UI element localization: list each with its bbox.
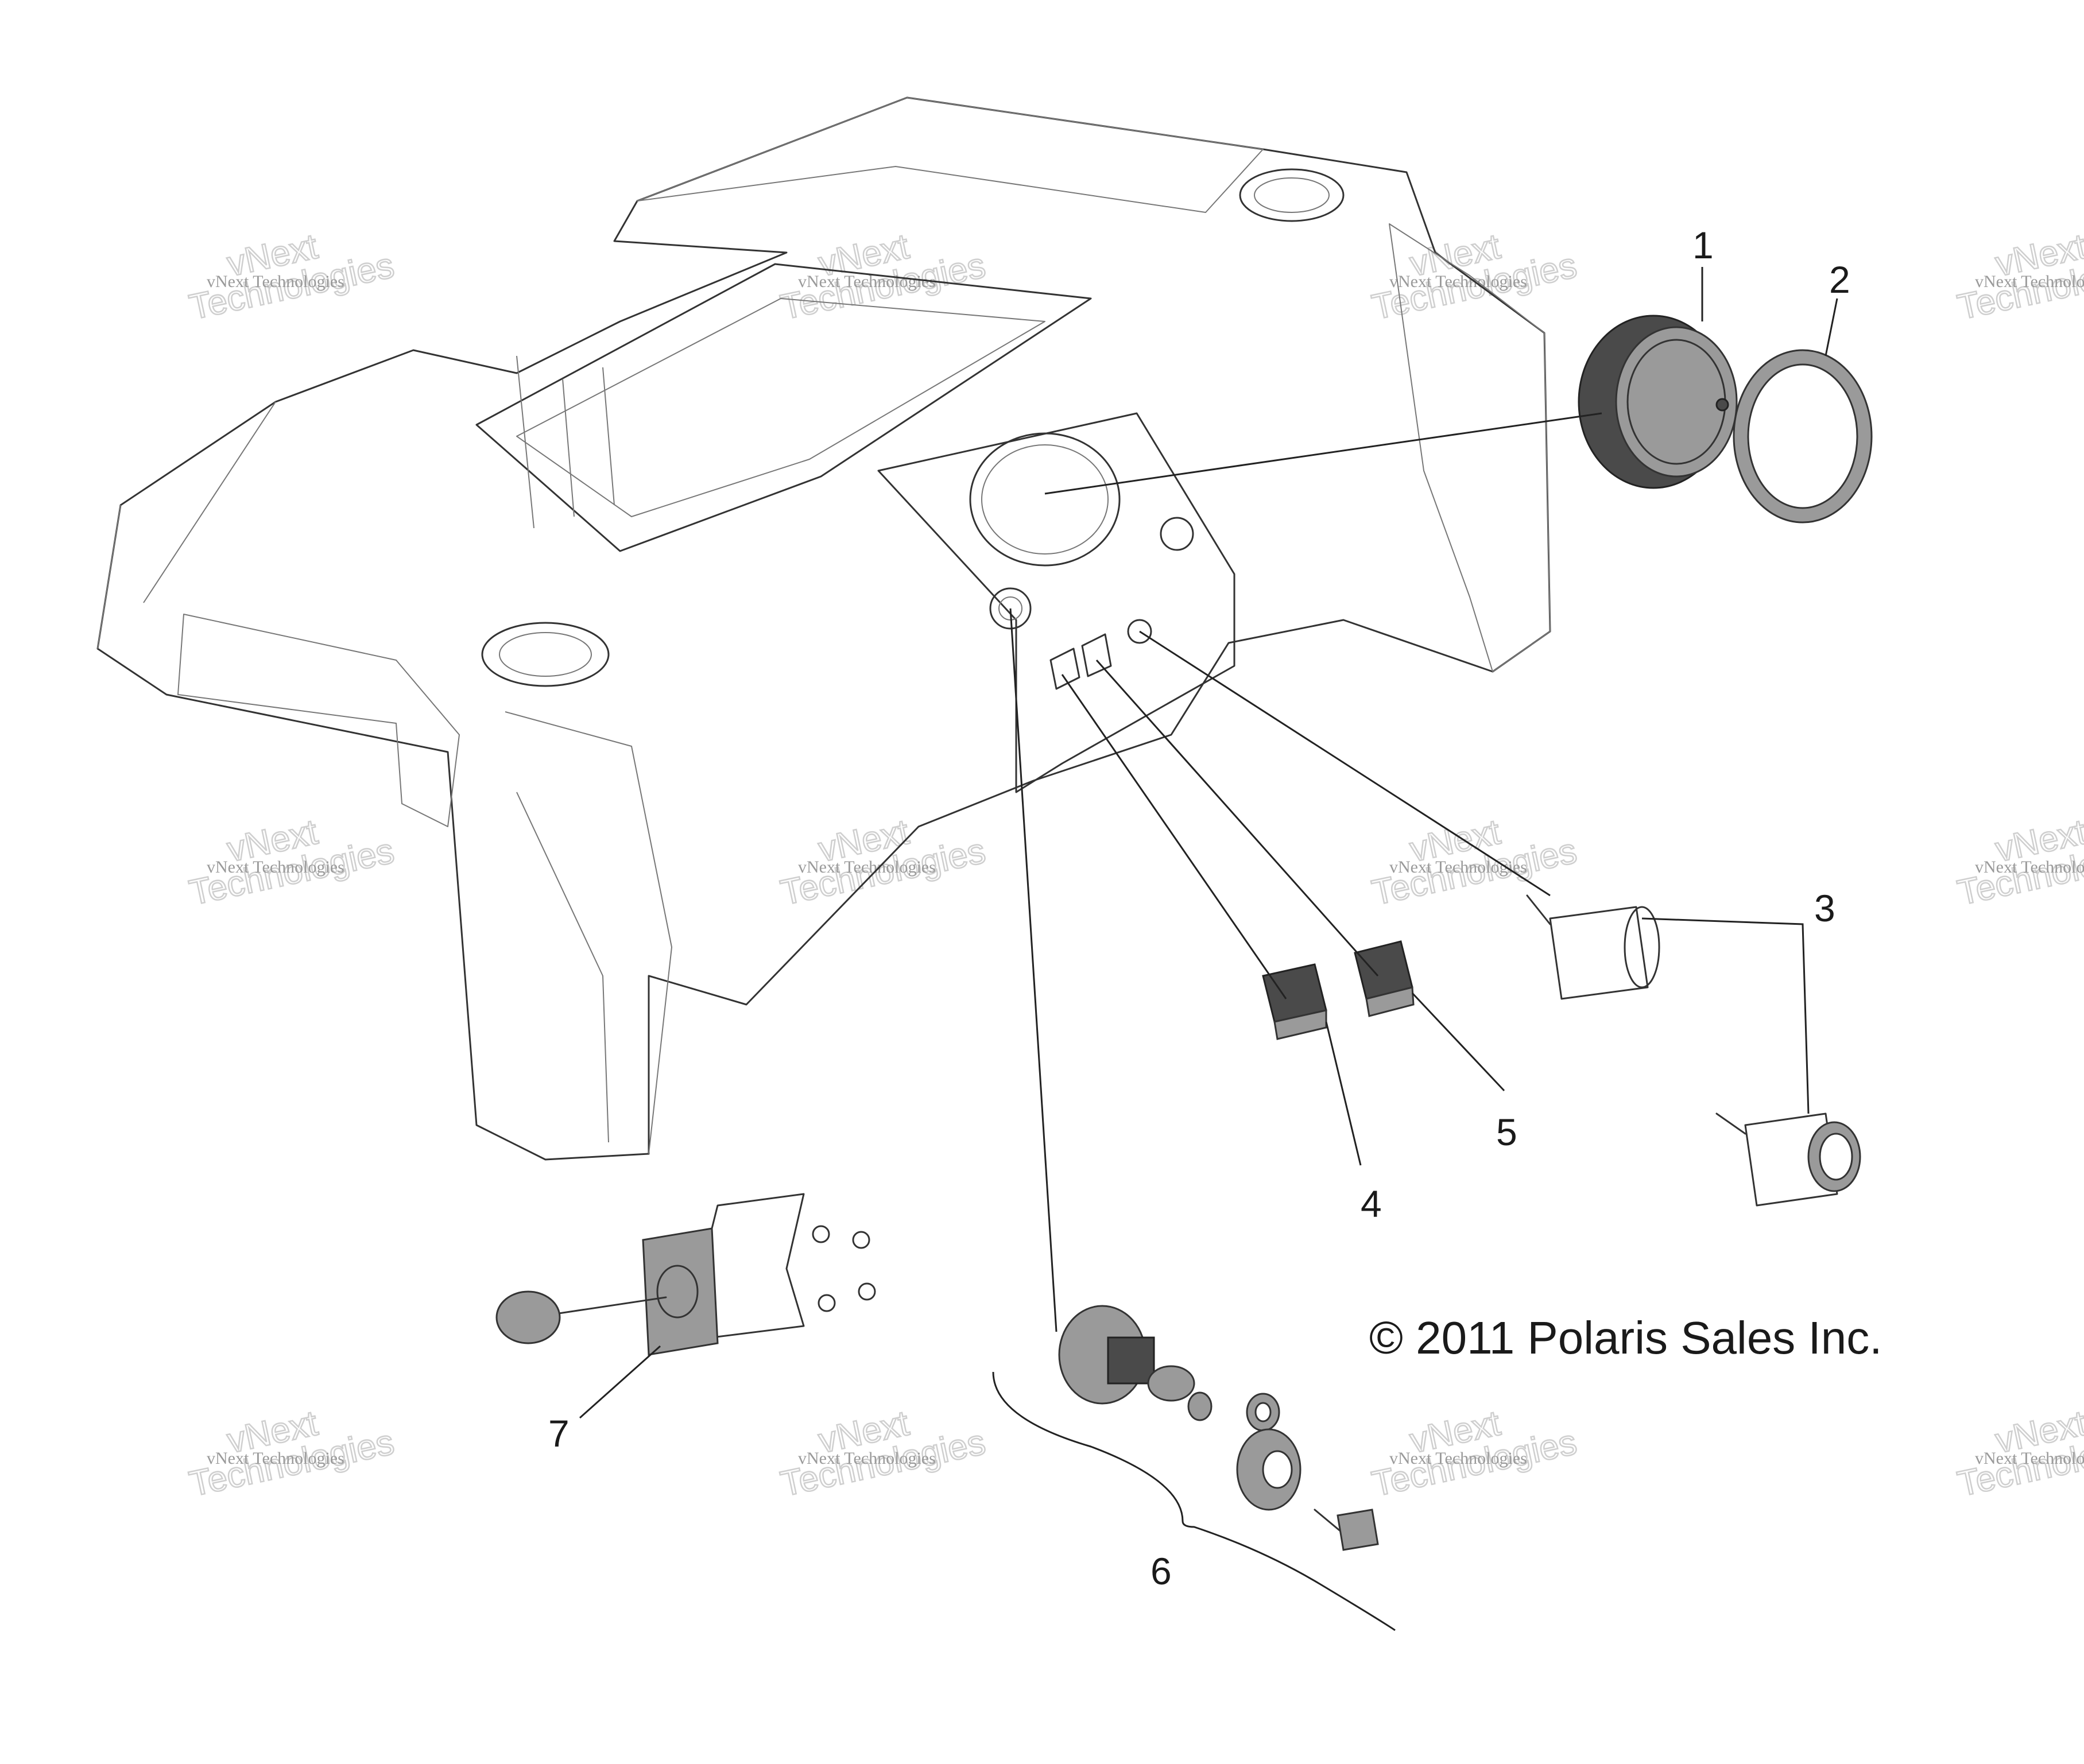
leader-line-4a: [1061, 674, 1287, 999]
gauge-socket-inner: [981, 444, 1109, 555]
left-flare-panel: [177, 614, 460, 827]
watermark: Technologies vNext vNext Technologies: [185, 1402, 398, 1505]
left-flare-edge: [97, 401, 276, 649]
gauge-socket: [969, 432, 1121, 567]
watermark-small: vNext Technologies: [1975, 858, 2084, 877]
storage-tray: [475, 263, 1092, 552]
gauge-bezel-ring-icon: [1733, 349, 1873, 524]
leader-line-3b: [1641, 917, 1810, 1114]
left-leg: [505, 711, 672, 1154]
watermark-small: vNext Technologies: [207, 858, 344, 877]
watermark: Technologies vNext vNext Technologies: [185, 811, 398, 913]
callout-2: 2: [1829, 258, 1850, 301]
accessory-socket: [1160, 517, 1194, 551]
leader-line-2-tag: [1825, 298, 1838, 356]
rocker-switch-icon: [1262, 963, 1327, 1040]
rocker-switch-icon: [1354, 940, 1415, 1017]
bracket-6: [992, 1371, 1396, 1631]
leader-line-4b: [1325, 1021, 1362, 1166]
watermark: Technologies vNext vNext Technologies: [1368, 811, 1581, 913]
watermark-small: vNext Technologies: [1389, 1449, 1527, 1468]
leader-line-5b: [1411, 992, 1505, 1092]
callout-5: 5: [1496, 1111, 1517, 1153]
watermark-small: vNext Technologies: [798, 1449, 936, 1468]
watermark: Technologies vNext vNext Technologies: [1954, 1402, 2084, 1505]
watermark-small: vNext Technologies: [798, 858, 936, 877]
watermark-small: vNext Technologies: [1389, 858, 1527, 877]
watermark-small: vNext Technologies: [207, 1449, 344, 1468]
leader-line-7: [579, 1345, 661, 1419]
leader-line-5a: [1095, 660, 1379, 976]
watermark-small: vNext Technologies: [798, 272, 936, 291]
watermark: Technologies vNext vNext Technologies: [1954, 226, 2084, 328]
light-switch-lever-icon: [495, 1193, 876, 1356]
watermark: Technologies vNext vNext Technologies: [1368, 1402, 1581, 1505]
dashboard-top-deck: [637, 97, 1264, 213]
watermark: Technologies vNext vNext Technologies: [1368, 226, 1581, 328]
watermark-small: vNext Technologies: [1389, 272, 1527, 291]
callout-3: 3: [1814, 887, 1835, 929]
watermark: Technologies vNext vNext Technologies: [1954, 811, 2084, 913]
outlet-socket: [1127, 619, 1152, 644]
leader-line-1: [1044, 412, 1602, 495]
callout-6: 6: [1151, 1550, 1172, 1592]
watermark: Technologies vNext vNext Technologies: [777, 226, 990, 328]
storage-tray-inner: [516, 298, 1045, 517]
center-console-face: [877, 412, 1235, 793]
ignition-socket: [989, 587, 1032, 630]
watermark: Technologies vNext vNext Technologies: [777, 1402, 990, 1505]
dashboard-outline: [96, 96, 1551, 1161]
callout-7: 7: [548, 1412, 570, 1455]
dashboard-assembly: [96, 96, 1551, 1161]
watermark-small: vNext Technologies: [1975, 272, 2084, 291]
power-outlet-icon: [1526, 894, 1861, 1207]
instrument-cluster-gauge-icon: [1578, 315, 1738, 489]
tray-ribs: [516, 355, 615, 529]
switch-slots: [1049, 633, 1112, 690]
callout-4: 4: [1361, 1183, 1382, 1225]
copyright-notice: © 2011 Polaris Sales Inc.: [1369, 1312, 1882, 1363]
right-flare-panel: [1389, 223, 1551, 672]
leader-line-3a: [1139, 630, 1551, 897]
ignition-switch-kit-icon: [1058, 1305, 1379, 1551]
leader-line-6: [1009, 608, 1058, 1332]
callout-1: 1: [1692, 224, 1714, 266]
right-air-vent: [1239, 168, 1345, 222]
callout-labels: 1 2 3 4 5 6 7: [548, 224, 1850, 1592]
watermark-small: vNext Technologies: [1975, 1449, 2084, 1468]
watermark-small: vNext Technologies: [207, 272, 344, 291]
left-air-vent: [481, 622, 610, 687]
watermark: Technologies vNext vNext Technologies: [185, 226, 398, 328]
